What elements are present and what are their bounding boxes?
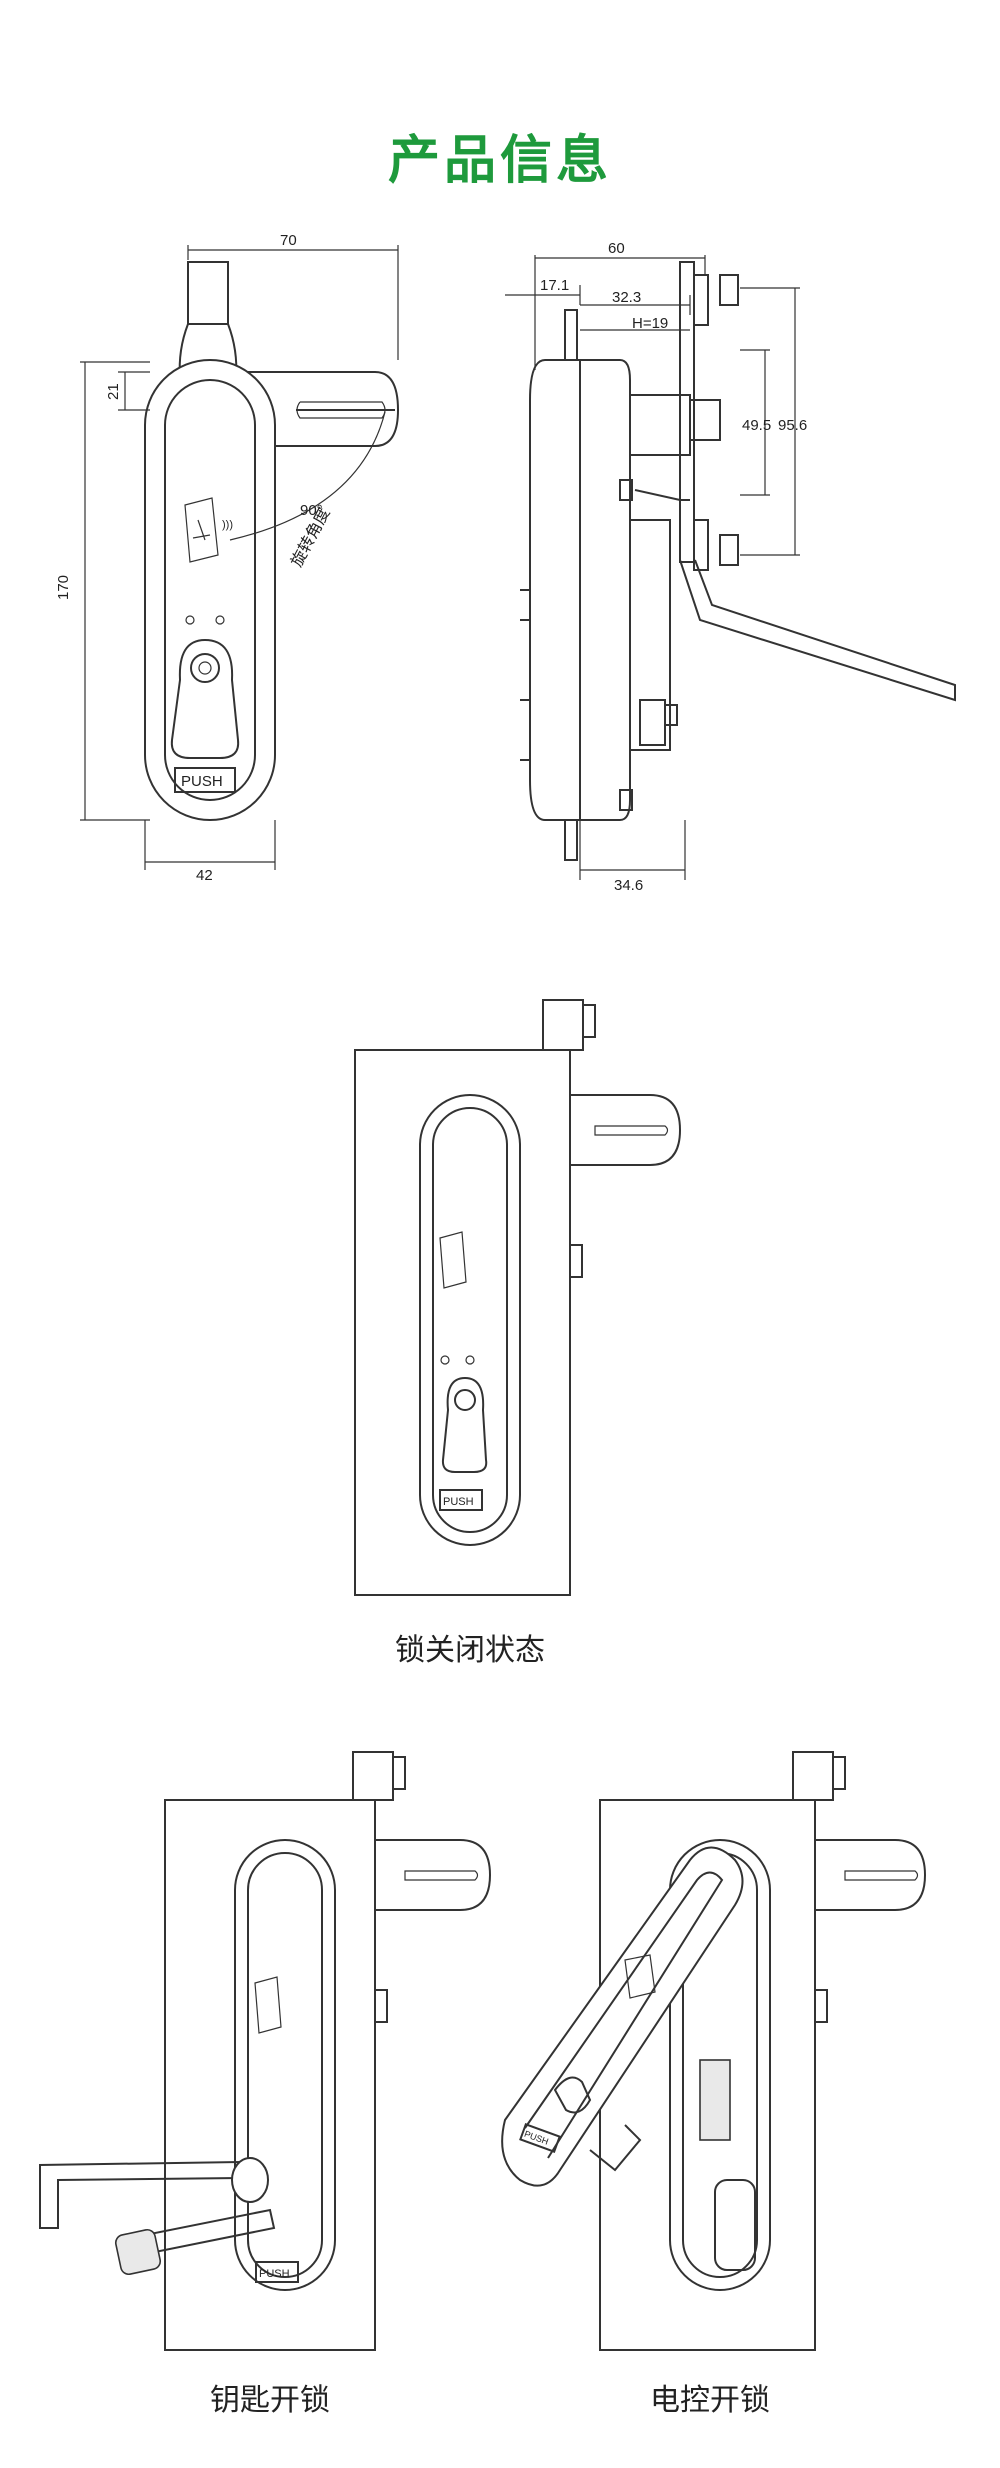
- dim-17-1: 17.1: [540, 277, 569, 294]
- electric-unlock-view: PUSH: [501, 1751, 927, 2351]
- page-title: 产品信息: [387, 131, 612, 191]
- dim-60: 60: [608, 240, 625, 257]
- dim-32-3: 32.3: [612, 289, 641, 306]
- key-unlock-view: PUSH: [39, 1751, 492, 2351]
- push-label-key: PUSH: [259, 2268, 290, 2280]
- front-view: ))) PUSH 70 170 21 42 90° 旋转角度: [55, 232, 400, 884]
- dim-34-6: 34.6: [614, 877, 643, 894]
- dim-95-6: 95.6: [778, 417, 807, 434]
- locked-view: PUSH: [354, 999, 682, 1596]
- caption-electric-unlock: 电控开锁: [650, 2383, 770, 2418]
- side-view: 60 17.1 32.3 H=19 49.5 95.6 34.6: [505, 240, 956, 894]
- dim-70: 70: [280, 232, 297, 249]
- dim-90: 90°: [300, 502, 323, 519]
- dim-42: 42: [196, 867, 213, 884]
- caption-locked: 锁关闭状态: [395, 1633, 545, 1668]
- dim-h19: H=19: [632, 315, 668, 332]
- caption-key-unlock: 钥匙开锁: [210, 2383, 330, 2418]
- push-label: PUSH: [181, 773, 223, 790]
- push-label-locked: PUSH: [443, 1496, 474, 1508]
- dim-170: 170: [55, 575, 72, 600]
- dim-21: 21: [105, 383, 122, 400]
- svg-text:))): ))): [222, 519, 233, 531]
- dim-49-5: 49.5: [742, 417, 771, 434]
